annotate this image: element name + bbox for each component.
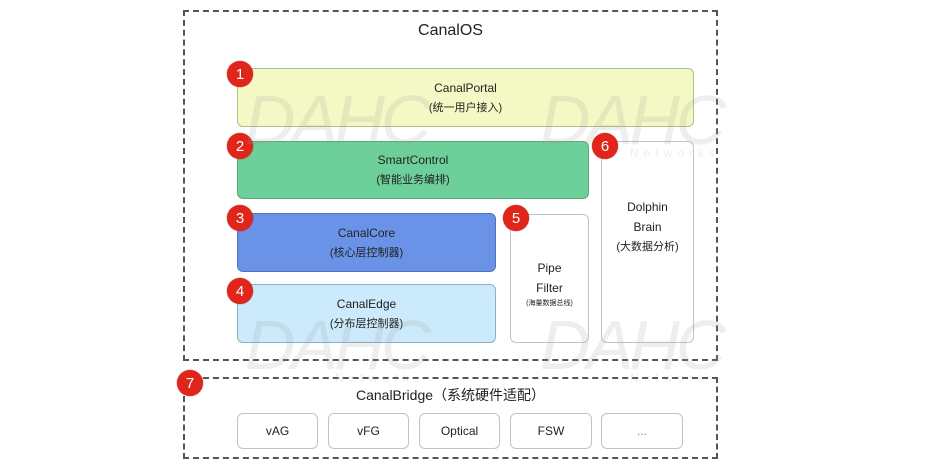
module-name: Brain: [633, 220, 662, 234]
bridge-item-label: vFG: [357, 424, 380, 438]
module-canalcore: CanalCore (核心层控制器): [237, 213, 496, 272]
module-name: SmartControl: [377, 153, 449, 167]
module-name: CanalPortal: [434, 80, 497, 95]
badge-3: 3: [227, 205, 253, 231]
module-name: Dolphin: [627, 200, 668, 214]
module-pipe-filter: Pipe Filter (海量数据总线): [510, 214, 589, 343]
module-desc: (核心层控制器): [329, 246, 404, 259]
module-canaledge: CanalEdge (分布层控制器): [237, 284, 496, 343]
bridge-item-vfg: vFG: [328, 413, 409, 449]
badge-5: 5: [503, 205, 529, 231]
canalos-title: CanalOS: [418, 22, 483, 39]
canalos-container: [183, 10, 718, 361]
module-name: CanalCore: [337, 225, 396, 240]
module-desc: (分布层控制器): [329, 317, 404, 330]
badge-2: 2: [227, 133, 253, 159]
module-desc: (大数据分析): [616, 241, 679, 253]
badge-6: 6: [592, 133, 618, 159]
module-smartcontrol: SmartControl (智能业务编排): [237, 141, 589, 199]
module-name: CanalEdge: [336, 296, 397, 311]
badge-4: 4: [227, 278, 253, 304]
module-name: Pipe: [537, 260, 562, 275]
bridge-item-vag: vAG: [237, 413, 318, 449]
badge-7: 7: [177, 370, 203, 396]
bridge-item-label: Optical: [440, 424, 479, 438]
bridge-item-optical: Optical: [419, 413, 500, 449]
module-name: Filter: [536, 280, 563, 295]
module-desc: (智能业务编排): [376, 174, 450, 186]
canalbridge-container: [183, 377, 718, 459]
module-desc: (统一用户接入): [428, 101, 503, 114]
bridge-item-more: ...: [601, 413, 683, 449]
module-desc: (海量数据总线): [526, 299, 573, 307]
module-dolphin-brain: Dolphin Brain (大数据分析): [601, 141, 694, 343]
bridge-item-fsw: FSW: [510, 413, 592, 449]
canalbridge-title: CanalBridge（系统硬件适配）: [355, 387, 546, 403]
bridge-item-label: ...: [636, 424, 647, 438]
module-canalportal: CanalPortal (统一用户接入): [237, 68, 694, 127]
bridge-item-label: FSW: [537, 424, 565, 438]
badge-1: 1: [227, 61, 253, 87]
bridge-item-label: vAG: [265, 424, 290, 438]
